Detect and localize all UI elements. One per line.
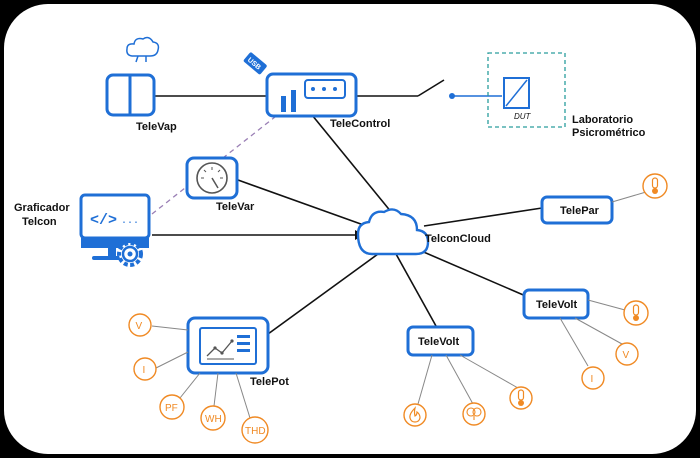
link-televolt-center-brain: [445, 354, 474, 405]
link-telecontrol-cloud: [311, 114, 393, 214]
link-televolt-right-i: [559, 317, 589, 367]
graficador-label-line2: Telcon: [22, 216, 57, 228]
chart-monitor-icon: [199, 327, 257, 365]
sensor-pf: PF: [159, 394, 185, 420]
link-telepot-v: [151, 325, 189, 331]
link-televolt-center-temp: [459, 354, 519, 389]
lab-label-line2: Psicrométrico: [572, 127, 646, 139]
link-televolt-center-flame: [417, 354, 433, 405]
cloud-icon[interactable]: [356, 208, 430, 256]
svg-text:TeleVolt: TeleVolt: [536, 299, 577, 311]
graficador-workstation[interactable]: </> ...: [79, 193, 151, 267]
svg-text:I: I: [143, 365, 146, 376]
cloud-label: TelconCloud: [425, 233, 491, 245]
link-telepar-temp: [611, 191, 647, 203]
thermometer-icon: [623, 300, 649, 326]
gear-icon: [117, 241, 143, 267]
svg-text:...: ...: [121, 216, 139, 227]
steam-icon: [126, 36, 160, 63]
televolt-right-device[interactable]: TeleVolt: [522, 288, 590, 320]
link-cloud-telepar: [423, 207, 543, 227]
brain-icon: [462, 402, 486, 426]
svg-text:</>: </>: [90, 212, 117, 229]
link-telepot-i: [155, 351, 189, 369]
link-cloud-televolt-center: [395, 253, 437, 327]
gauge-icon: [196, 162, 228, 194]
link-televar-cloud: [237, 179, 373, 229]
telecontrol-label: TeleControl: [330, 118, 390, 130]
svg-text:V: V: [136, 321, 143, 332]
switch-icon: [417, 79, 445, 97]
sensor-thd: THD: [241, 416, 269, 444]
sensor-i: I: [133, 357, 157, 381]
link-telepot-wh: [213, 372, 219, 407]
sensor-v-right: V: [615, 342, 639, 366]
svg-text:I: I: [591, 374, 594, 385]
svg-text:THD: THD: [245, 426, 266, 437]
flame-icon: [403, 403, 427, 427]
link-cloud-telepot: [267, 253, 379, 335]
svg-text:PF: PF: [165, 403, 178, 414]
televap-label: TeleVap: [136, 121, 177, 133]
dut-label: DUT: [514, 112, 532, 121]
link-televolt-right-temp: [587, 299, 626, 311]
thermometer-icon: [509, 386, 533, 410]
telepot-label: TelePot: [250, 376, 289, 388]
lab-label-line1: Laboratorio: [572, 114, 633, 126]
link-televolt-right-v: [574, 317, 623, 345]
thermometer-icon: [642, 173, 668, 199]
telecontrol-device[interactable]: [265, 72, 358, 118]
link-telepot-pf: [179, 372, 201, 399]
dut-device: [503, 77, 530, 109]
svg-text:V: V: [623, 350, 630, 361]
televar-device[interactable]: [185, 156, 239, 200]
svg-text:TeleVolt: TeleVolt: [418, 336, 459, 348]
televar-label: TeleVar: [216, 201, 255, 213]
sensor-i-right: I: [581, 366, 605, 390]
televap-device[interactable]: [105, 73, 156, 117]
telepar-device[interactable]: TelePar: [540, 195, 614, 225]
link-telepot-thd: [235, 372, 251, 419]
sensor-wh: WH: [200, 405, 226, 431]
sensor-v: V: [128, 313, 152, 337]
code-monitor-icon: </> ...: [79, 193, 151, 260]
graficador-label-line1: Graficador: [14, 202, 70, 214]
telepot-device[interactable]: [186, 316, 270, 375]
dut-enclosure: [487, 52, 566, 128]
link-cloud-televolt-right: [411, 246, 529, 298]
svg-text:TelePar: TelePar: [560, 205, 600, 217]
diagram-panel: [4, 4, 696, 454]
svg-text:WH: WH: [205, 414, 222, 425]
televolt-center-device[interactable]: TeleVolt: [406, 325, 475, 357]
